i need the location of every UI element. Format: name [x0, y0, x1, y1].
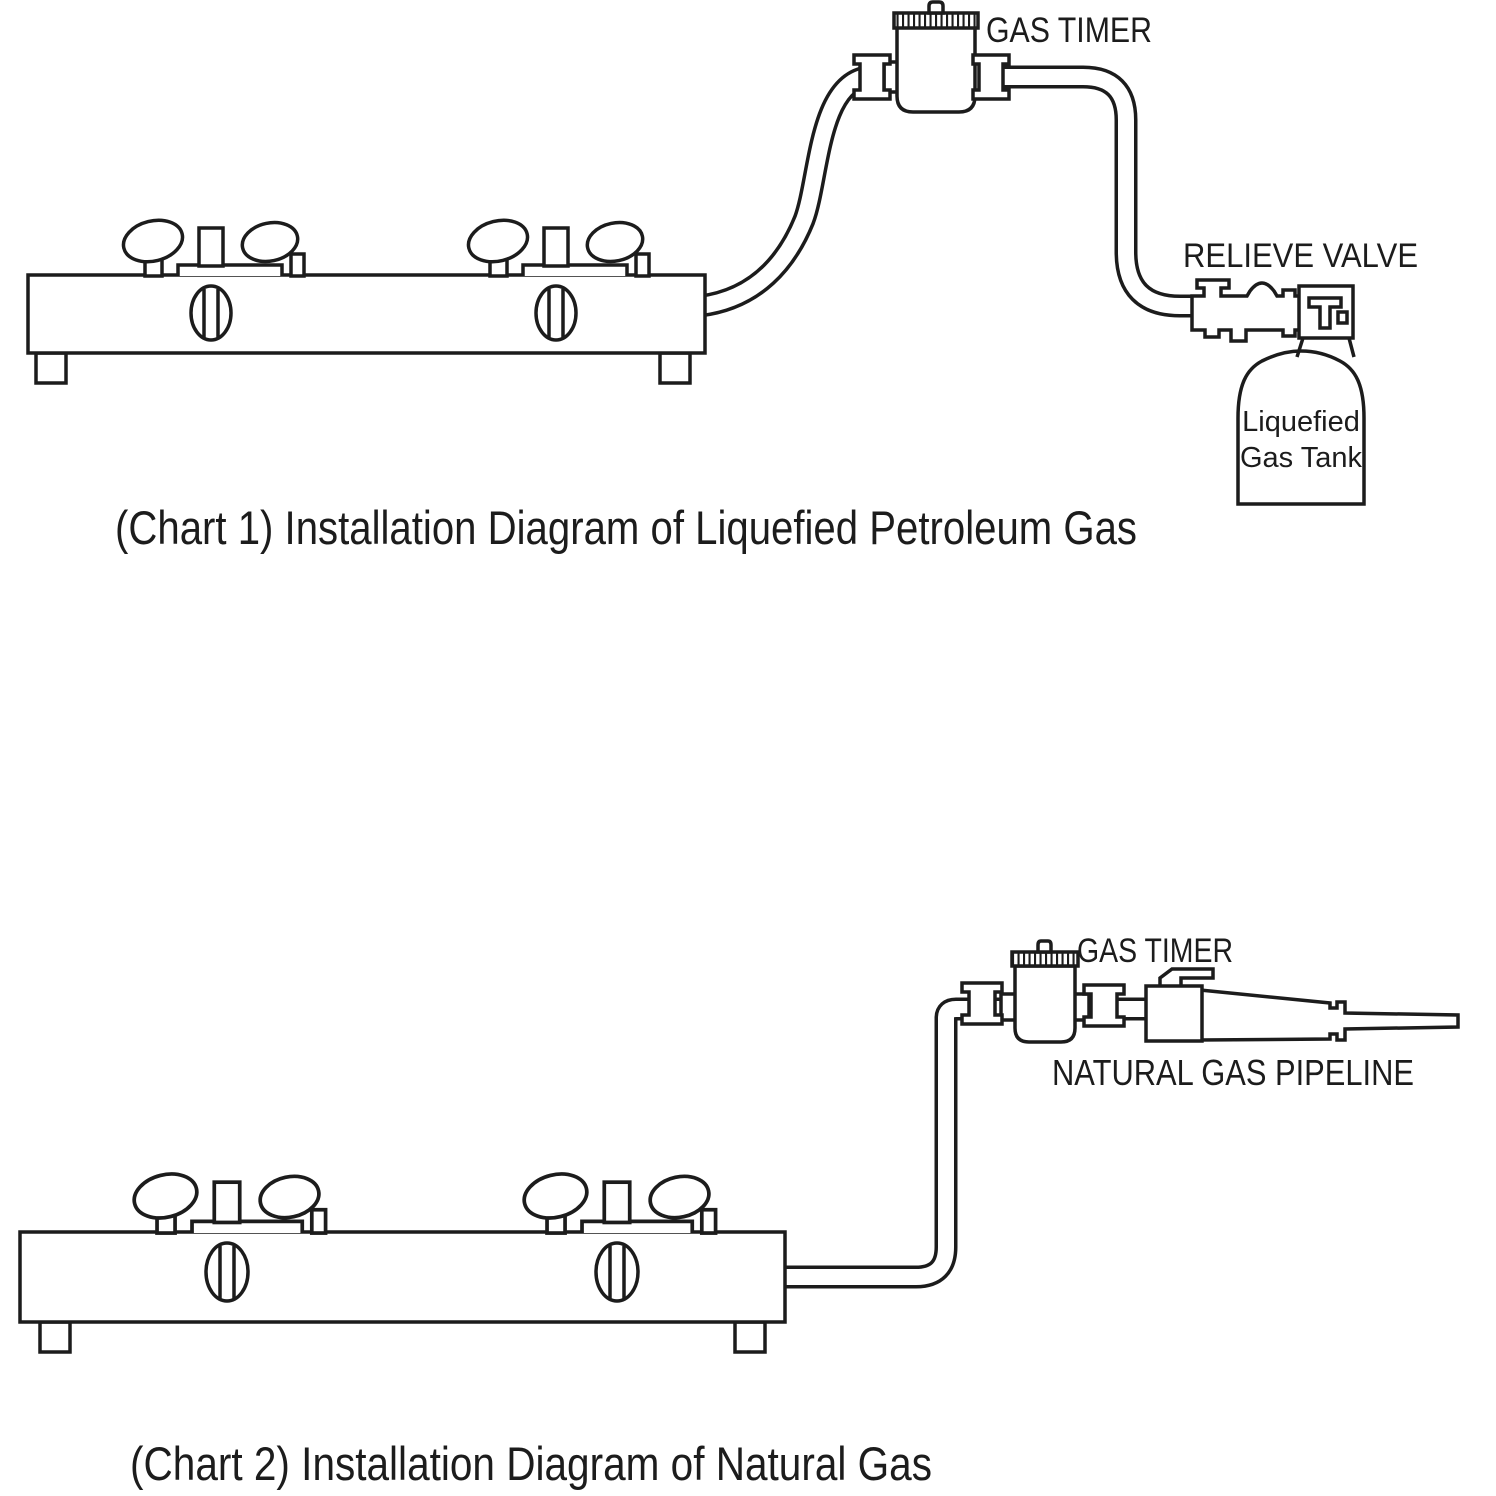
burner-assembly	[517, 1165, 718, 1235]
relieve-valve-label: RELIEVE VALVE	[1183, 237, 1418, 275]
gas-timer-label: GAS TIMER	[986, 11, 1152, 50]
tank-body	[1236, 349, 1366, 506]
burner-assembly	[127, 1165, 328, 1235]
pipeline-label: NATURAL GAS PIPELINE	[1052, 1052, 1414, 1093]
stove-foot	[38, 1320, 72, 1354]
natural-gas-pipeline	[1144, 967, 1460, 1043]
stove-foot	[733, 1320, 767, 1354]
pipe-stove-to-timer	[698, 65, 888, 318]
gas-timer-label: GAS TIMER	[1077, 932, 1233, 970]
shutoff-valve	[1144, 984, 1204, 1043]
pipe-flange	[960, 981, 1004, 1026]
stove-body	[18, 1230, 787, 1324]
pipe-timer-to-valve	[992, 65, 1214, 318]
burner-assembly	[117, 212, 306, 278]
control-knob	[534, 284, 578, 342]
pipe-flange	[1082, 983, 1126, 1028]
tank-label-line2: Gas Tank	[1240, 442, 1362, 474]
timer-dial-ribs	[1010, 950, 1080, 968]
control-knob	[204, 1241, 250, 1303]
timer-dial-ribs	[892, 11, 980, 30]
tank-neck	[1295, 337, 1356, 358]
stove-foot	[34, 351, 68, 385]
gas-timer-chart1	[852, 0, 1011, 114]
stove-chart1	[26, 212, 707, 385]
burner-assembly	[462, 212, 651, 278]
stove-foot	[658, 351, 692, 385]
chart1-caption: (Chart 1) Installation Diagram of Liquef…	[115, 501, 1137, 554]
tank-label-line1: Liquefied	[1242, 406, 1360, 438]
chart1-diagram: Liquefied Gas Tank GAS TIMER RELIEVE VAL…	[26, 0, 1418, 554]
chart2-diagram: GAS TIMER NATURAL GAS PIPELINE (Chart 2)…	[18, 932, 1460, 1490]
relieve-valve-fitting	[1190, 278, 1303, 343]
timer-body	[895, 25, 977, 114]
tank-valve-detail	[1307, 296, 1349, 330]
pipe-flange	[971, 53, 1011, 101]
stove-body	[26, 273, 707, 355]
control-knob	[189, 284, 233, 342]
pipe-stove-to-timer-2	[783, 997, 1150, 1289]
timer-knob	[927, 0, 945, 15]
gas-tank: Liquefied Gas Tank	[1236, 284, 1366, 506]
timer-body	[1013, 964, 1077, 1044]
stove-chart2	[18, 1165, 787, 1354]
pipe-flange	[852, 53, 892, 101]
gas-timer-chart2	[960, 939, 1126, 1044]
timer-knob	[1036, 939, 1053, 954]
control-knob	[594, 1241, 640, 1303]
chart2-caption: (Chart 2) Installation Diagram of Natura…	[130, 1437, 932, 1490]
